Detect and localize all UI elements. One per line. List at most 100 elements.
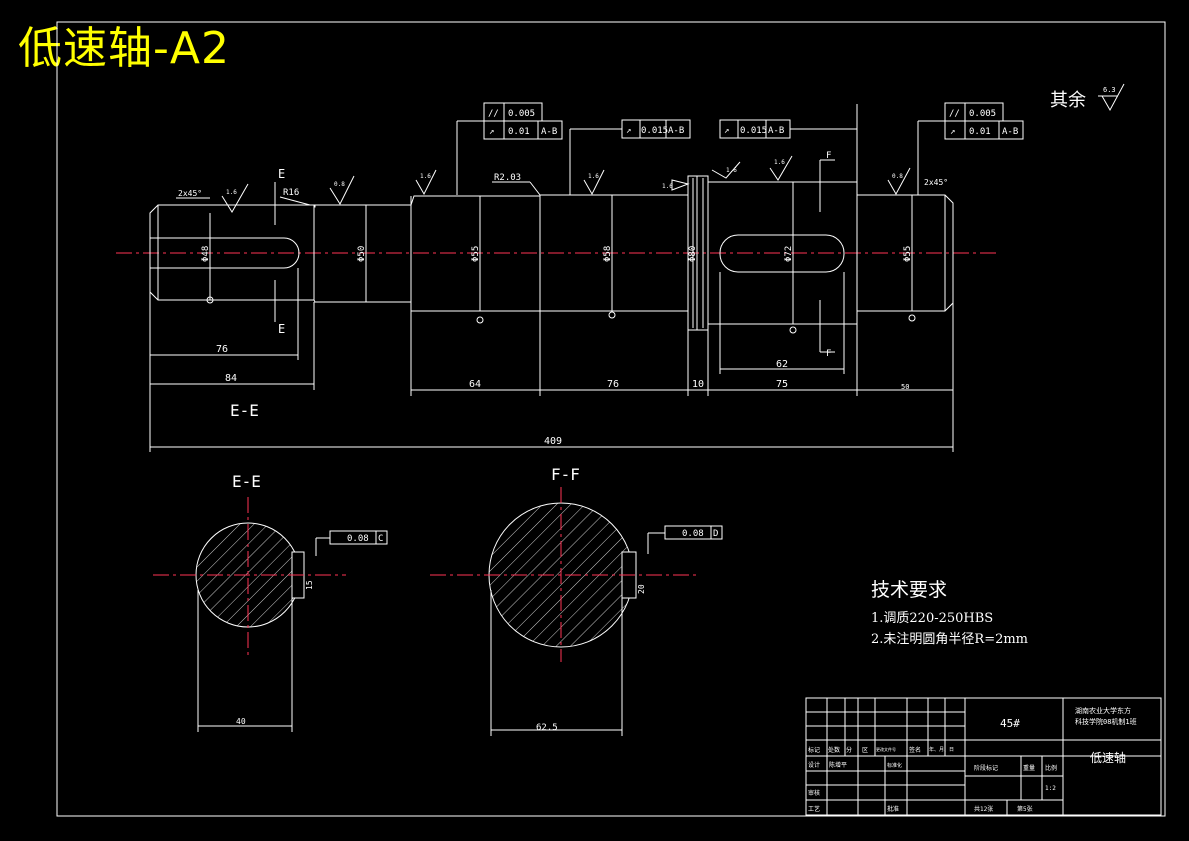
tech-heading: 技术要求 <box>871 579 948 601</box>
section-ee-tolerance: 0.08 <box>347 534 369 544</box>
section-ff-title: F-F <box>551 465 580 484</box>
section-ff-depth: 20 <box>637 584 646 594</box>
tb-label: 重量 <box>1023 764 1035 772</box>
fillet-r2: R2.03 <box>494 173 521 183</box>
title-block <box>805 697 1162 816</box>
tb-school-line1: 湖南农业大学东方 <box>1075 706 1131 715</box>
tech-item: 2.未注明圆角半径R=2mm <box>871 632 1029 647</box>
keyway-right <box>719 234 845 273</box>
tol-datum: A-B <box>541 127 557 137</box>
tb-label: 审核 <box>808 789 820 797</box>
length-dim: 84 <box>225 373 237 384</box>
section-ee-depth: 15 <box>305 580 314 590</box>
tol-value: 0.01 <box>969 127 991 137</box>
tech-item: 1.调质220-250HBS <box>871 611 994 626</box>
tol-frame <box>665 119 691 139</box>
tb-label: 阶段标记 <box>974 764 998 772</box>
general-roughness-value: 6.3 <box>1103 86 1116 94</box>
tb-school-line2: 科技学院08机制1班 <box>1075 717 1137 726</box>
overall-length: 409 <box>544 436 562 447</box>
tol-frame <box>998 120 1024 140</box>
roughness-symbol-general <box>1098 83 1125 112</box>
roughness-value: 1.6 <box>588 173 599 180</box>
tb-label: 比例 <box>1045 764 1057 772</box>
tb-label: 标记 <box>808 746 820 754</box>
roughness-value: 1.6 <box>774 159 785 166</box>
dia-label: Φ58 <box>603 246 613 262</box>
dia-label: Φ55 <box>471 246 481 262</box>
tol-symbol: ↗ <box>626 126 631 136</box>
datum-symbol <box>206 296 214 304</box>
datum-symbol <box>476 316 484 324</box>
roughness-symbols <box>221 155 911 213</box>
tol-symbol: ↗ <box>724 126 729 136</box>
section-ff-view <box>430 487 723 736</box>
general-roughness-label: 其余 <box>1050 90 1086 111</box>
dia-label: Φ50 <box>357 246 367 262</box>
tb-label: 分 <box>846 746 852 754</box>
tol-symbol: // <box>488 109 499 119</box>
tb-label: 标准化 <box>887 762 902 769</box>
chamfer-right: 2x45° <box>924 178 948 187</box>
length-dim: 10 <box>692 379 704 390</box>
tol-symbol: ↗ <box>950 127 955 137</box>
datum-symbol <box>789 326 797 334</box>
length-dim: 76 <box>607 379 619 390</box>
length-dim: 64 <box>469 379 481 390</box>
section-ff-datum: D <box>713 529 718 539</box>
dia-label: Φ72 <box>784 246 794 262</box>
length-dim: 76 <box>216 344 228 355</box>
tol-datum: A-B <box>668 126 684 136</box>
section-mark-f-bottom: F <box>826 349 831 359</box>
tb-sheet-no: 第5张 <box>1017 805 1033 813</box>
section-ee-width: 40 <box>236 717 246 726</box>
technical-requirements: 技术要求 1.调质220-250HBS 2.未注明圆角半径R=2mm <box>871 575 1028 650</box>
length-dim: 62 <box>776 359 788 370</box>
tb-material: 45# <box>1000 717 1020 730</box>
section-mark-e-top: E <box>278 167 285 181</box>
drawing-border <box>56 21 1166 817</box>
tb-part-name: 低速轴 <box>1090 750 1126 765</box>
section-ff-width: 62.5 <box>536 723 558 733</box>
section-ee-datum: C <box>378 534 383 544</box>
section-label-e: E-E <box>230 401 259 420</box>
keyway-left <box>150 237 300 269</box>
tb-label: 陈增平 <box>829 761 847 769</box>
section-mark-f-top: F <box>826 151 831 161</box>
tb-label: 签名 <box>909 746 921 754</box>
tol-value: 0.015 <box>641 126 668 136</box>
section-ff-tolerance: 0.08 <box>682 529 704 539</box>
tb-sheets-total: 共12张 <box>974 805 993 813</box>
tb-label: 更改文件号 <box>876 746 896 752</box>
dia-label: Φ55 <box>903 246 913 262</box>
datum-symbol <box>908 314 916 322</box>
roughness-value: 1.6 <box>420 173 431 180</box>
tol-symbol: // <box>949 109 960 119</box>
tb-label: 批准 <box>887 805 899 813</box>
tol-frame <box>537 120 563 140</box>
length-dim: 75 <box>776 379 788 390</box>
tb-label: 工艺 <box>808 805 820 813</box>
dia-label: Φ48 <box>201 246 211 262</box>
roughness-value: 1.6 <box>226 189 237 196</box>
section-ee-title: E-E <box>232 472 261 491</box>
tb-label: 设计 <box>808 761 820 769</box>
tol-value: 0.005 <box>969 109 996 119</box>
roughness-value: 1.6 <box>726 167 737 174</box>
drawing-title: 低速轴-A2 <box>18 23 230 74</box>
fillet-r16: R16 <box>283 188 299 198</box>
tol-value: 0.01 <box>508 127 530 137</box>
tb-label: 处数 <box>828 746 840 754</box>
tol-value: 0.015 <box>740 126 767 136</box>
roughness-value: 0.8 <box>334 181 345 188</box>
datum-symbol <box>608 311 616 319</box>
tb-label: 年、月、日 <box>929 746 954 753</box>
tol-datum: A-B <box>768 126 784 136</box>
roughness-value: 0.8 <box>892 173 903 180</box>
tb-label: 区 <box>862 747 868 754</box>
roughness-value: 1.6 <box>662 183 673 190</box>
tb-scale: 1:2 <box>1045 785 1056 792</box>
shaft-outline <box>149 175 954 331</box>
length-dim: 50 <box>901 383 909 391</box>
